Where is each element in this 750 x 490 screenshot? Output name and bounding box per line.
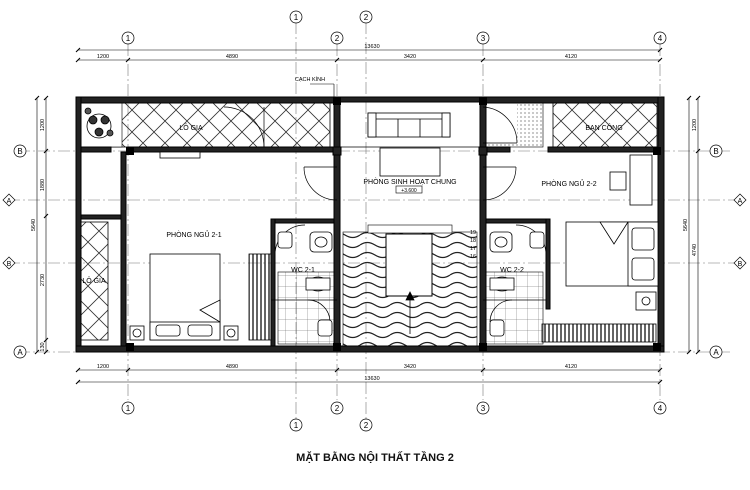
grid-bubble-left-B2: B (2, 256, 16, 270)
dimension-lines (34, 47, 701, 385)
label-glass: CẠCH KÍNH (295, 76, 325, 83)
wc2-fixtures (489, 231, 545, 337)
dim-total-bottom: 13630 (364, 376, 379, 382)
grid-bubble-top-2: 2 (330, 31, 344, 45)
svg-text:1: 1 (126, 34, 131, 43)
room-labels: LÔ GIA LÔ GIA PHÒNG NGỦ 2-1 PHÒNG NGỦ 2-… (82, 76, 622, 285)
svg-text:1: 1 (294, 421, 299, 430)
label-living: PHÒNG SINH HOẠT CHUNG (363, 177, 456, 186)
dim-total-top: 13630 (364, 44, 379, 50)
svg-text:2: 2 (335, 34, 340, 43)
grid-bubble-top-aux1: 1 (289, 10, 303, 24)
bed-2 (565, 221, 659, 311)
dim-left-total: 5640 (31, 219, 37, 231)
dim-top-4: 4120 (565, 54, 577, 60)
logia-top (79, 102, 331, 148)
label-lo-gia-left: LÔ GIA (82, 276, 106, 285)
dim-bottom-2: 4890 (226, 364, 238, 370)
svg-text:1: 1 (294, 13, 299, 22)
grid-lines (8, 22, 740, 420)
grid-bubble-bottom-aux1: 1 (289, 418, 303, 432)
plant-icon (84, 107, 114, 139)
grid-bubble-bottom-1: 1 (121, 401, 135, 415)
svg-text:B: B (17, 147, 22, 156)
grid-bubble-right-A2: A (709, 345, 723, 359)
grid-bubble-right-A1: A (733, 193, 747, 207)
grid-bubble-left-A2: A (13, 345, 27, 359)
wc1-fixtures (277, 231, 333, 337)
grid-bubble-bottom-2: 2 (330, 401, 344, 415)
columns (126, 97, 661, 351)
label-balcony: BAN CÔNG (585, 123, 622, 132)
balcony-area (552, 102, 658, 148)
grid-bubble-bottom-4: 4 (653, 401, 667, 415)
plan-title: MẶT BẰNG NỘI THẤT TẦNG 2 (296, 452, 454, 464)
svg-text:2: 2 (335, 404, 340, 413)
svg-text:2: 2 (364, 13, 369, 22)
label-wc-2: WC 2-2 (500, 267, 524, 274)
dimension-labels: 13630 1200 4890 3420 4120 1200 4890 3420… (31, 44, 698, 382)
stair-number-1: 19 (470, 230, 476, 236)
svg-text:B: B (713, 147, 718, 156)
coffee-table (379, 147, 441, 177)
svg-text:A: A (738, 198, 743, 205)
grid-bubble-bottom-3: 3 (476, 401, 490, 415)
dim-left-3: 2730 (40, 274, 46, 286)
svg-text:B: B (738, 261, 743, 268)
svg-text:3: 3 (481, 34, 486, 43)
grid-bubble-top-1: 1 (121, 31, 135, 45)
dim-top-3: 3420 (404, 54, 416, 60)
dim-right-total: 5640 (683, 219, 689, 231)
label-level: +3.600 (401, 188, 417, 194)
glass-leader (310, 83, 335, 97)
stair-number-2: 18 (470, 238, 476, 244)
wardrobe-bedroom2 (541, 323, 657, 343)
svg-text:B: B (7, 261, 12, 268)
svg-text:A: A (17, 348, 23, 357)
dim-left-1: 1200 (40, 119, 46, 131)
svg-text:2: 2 (364, 421, 369, 430)
svg-text:3: 3 (481, 404, 486, 413)
grid-bubble-left-B1: B (13, 144, 27, 158)
grid-bubble-right-B1: B (709, 144, 723, 158)
grid-bubble-right-B2: B (733, 256, 747, 270)
dim-right-1: 1200 (692, 119, 698, 131)
grid-bubble-top-aux2: 2 (359, 10, 373, 24)
svg-text:4: 4 (658, 34, 663, 43)
dim-left-2: 1880 (40, 179, 46, 191)
balcony-door-clear (483, 103, 517, 143)
logia-left (79, 221, 109, 341)
dim-left-4: 130 (40, 342, 46, 351)
svg-text:1: 1 (126, 404, 131, 413)
stair-number-3: 17 (470, 246, 476, 252)
svg-text:A: A (713, 348, 719, 357)
stair-number-4: 16 (470, 254, 476, 260)
grid-bubble-left-A1: A (2, 193, 16, 207)
wardrobe-bedroom1 (248, 253, 272, 341)
svg-text:4: 4 (658, 404, 663, 413)
dim-top-2: 4890 (226, 54, 238, 60)
furniture (84, 107, 659, 341)
dim-bottom-4: 4120 (565, 364, 577, 370)
dim-top-1: 1200 (97, 54, 109, 60)
label-lo-gia-top: LÔ GIA (179, 123, 203, 132)
grid-bubble-top-3: 3 (476, 31, 490, 45)
svg-text:A: A (7, 198, 12, 205)
label-bedroom-1: PHÒNG NGỦ 2-1 (166, 230, 221, 239)
dim-bottom-1: 1200 (97, 364, 109, 370)
grid-bubble-bottom-aux2: 2 (359, 418, 373, 432)
label-bedroom-2: PHÒNG NGỦ 2-2 (541, 179, 596, 188)
dim-right-2: 4740 (692, 244, 698, 256)
sofa (367, 112, 451, 138)
grid-bubbles: 1 2 3 4 1 2 1 2 3 4 1 2 B A B A B A B A (2, 10, 747, 432)
wall-thin-lines (271, 146, 546, 301)
label-wc-1: WC 2-1 (291, 267, 315, 274)
dim-bottom-3: 3420 (404, 364, 416, 370)
grid-bubble-top-4: 4 (653, 31, 667, 45)
bed-1 (129, 253, 239, 341)
